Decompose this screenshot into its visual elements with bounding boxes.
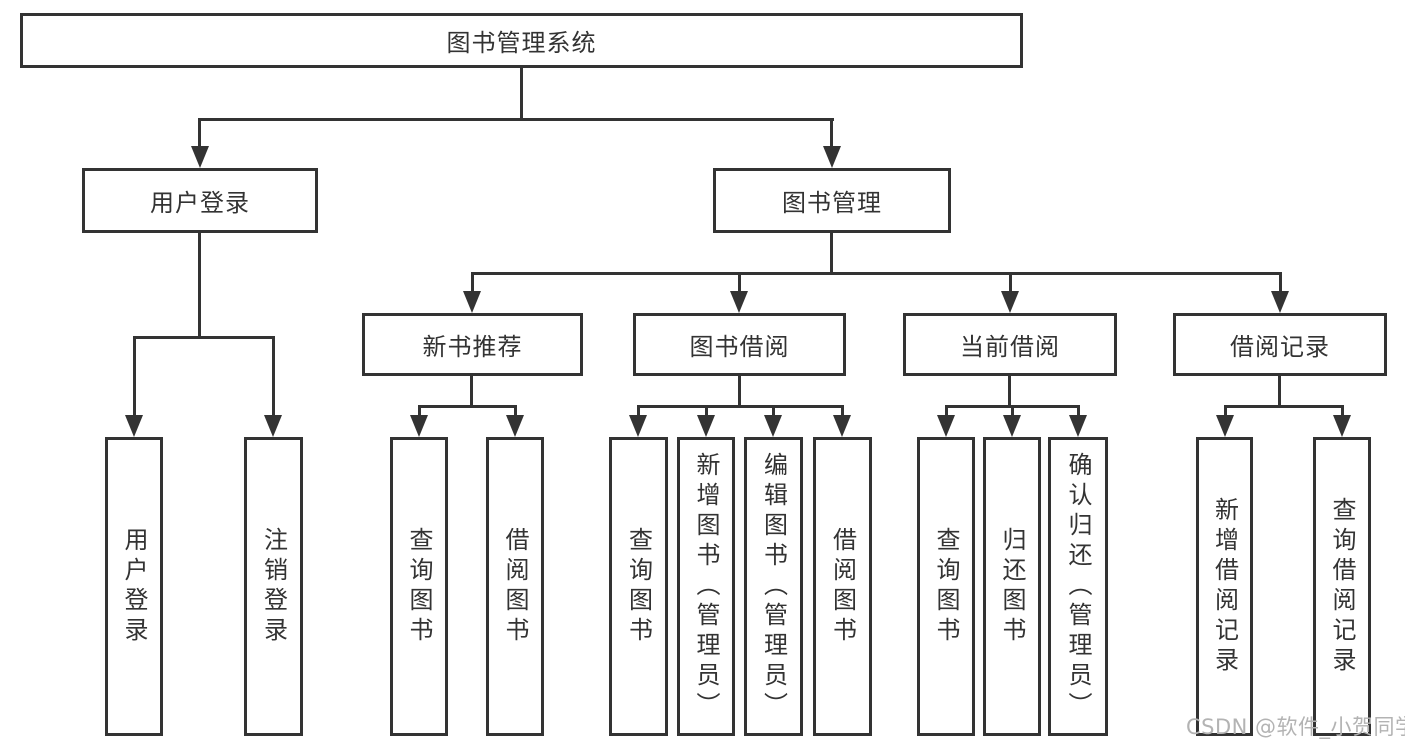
arrow-down-icon — [764, 415, 782, 437]
node-book-management: 图书管理 — [713, 168, 951, 233]
connector-leaf-stem — [945, 405, 948, 419]
leaf-borrowing-borrow-books: 借阅图书 — [813, 437, 872, 736]
connector-book-management-stem — [830, 118, 833, 150]
arrow-down-icon — [191, 146, 209, 168]
leaf-recommend-query-books-label: 查询图书 — [405, 526, 433, 647]
node-book-management-label: 图书管理 — [782, 189, 882, 217]
arrow-down-icon — [1001, 291, 1019, 313]
arrow-down-icon — [833, 415, 851, 437]
leaf-current-confirm-return-admin: 确认归还（管理员） — [1048, 437, 1108, 736]
node-root-label: 图书管理系统 — [446, 29, 597, 57]
leaf-current-return-books: 归还图书 — [983, 437, 1041, 736]
arrow-down-icon — [1069, 415, 1087, 437]
node-current-borrowing: 当前借阅 — [903, 313, 1117, 376]
node-borrow-records: 借阅记录 — [1173, 313, 1387, 376]
connector-records-rail — [1224, 405, 1344, 408]
connector-leaf-stem — [514, 405, 517, 419]
connector-records-down — [1278, 376, 1281, 408]
connector-level1-rail — [198, 118, 834, 121]
connector-leaf-stem — [272, 336, 275, 418]
connector-leaf-stem — [772, 405, 775, 419]
arrow-down-icon — [1271, 291, 1289, 313]
leaf-records-add-record-label: 新增借阅记录 — [1210, 496, 1239, 677]
arrow-down-icon — [629, 415, 647, 437]
connector-borrowing-down — [738, 376, 741, 408]
node-root: 图书管理系统 — [20, 13, 1023, 68]
connector-user-login-rail — [133, 336, 275, 339]
connector-node-stem — [471, 272, 474, 294]
arrow-down-icon — [410, 415, 428, 437]
arrow-down-icon — [823, 146, 841, 168]
node-borrow-records-label: 借阅记录 — [1230, 333, 1330, 361]
leaf-recommend-query-books: 查询图书 — [390, 437, 448, 736]
arrow-down-icon — [1333, 415, 1351, 437]
node-new-book-recommend-label: 新书推荐 — [422, 333, 523, 361]
leaf-borrowing-query-books: 查询图书 — [609, 437, 668, 736]
leaf-user-login: 用户登录 — [105, 437, 163, 736]
leaf-borrowing-edit-books-admin: 编辑图书（管理员） — [744, 437, 803, 736]
csdn-watermark: CSDN @软件_小贺同学 — [1186, 715, 1405, 739]
leaf-borrowing-edit-books-admin-label: 编辑图书（管理员） — [759, 451, 788, 722]
connector-leaf-stem — [637, 405, 640, 419]
leaf-records-query-record: 查询借阅记录 — [1313, 437, 1371, 736]
connector-user-login-stem — [198, 118, 201, 150]
leaf-current-query-books: 查询图书 — [917, 437, 975, 736]
connector-node-stem — [738, 272, 741, 294]
node-user-login-label: 用户登录 — [150, 189, 250, 217]
arrow-down-icon — [463, 291, 481, 313]
arrow-down-icon — [730, 291, 748, 313]
connector-leaf-stem — [841, 405, 844, 419]
node-user-login: 用户登录 — [82, 168, 318, 233]
connector-root-stub — [520, 68, 523, 120]
leaf-recommend-borrow-books-label: 借阅图书 — [501, 526, 529, 647]
connector-leaf-stem — [133, 336, 136, 418]
node-book-borrowing-label: 图书借阅 — [689, 333, 790, 361]
connector-leaf-stem — [1011, 405, 1014, 419]
leaf-current-query-books-label: 查询图书 — [932, 526, 960, 647]
connector-leaf-stem — [418, 405, 421, 419]
arrow-down-icon — [697, 415, 715, 437]
connector-recommend-rail — [418, 405, 517, 408]
connector-leaf-stem — [1077, 405, 1080, 419]
leaf-user-login-label: 用户登录 — [120, 526, 148, 647]
connector-node-stem — [1279, 272, 1282, 294]
connector-book-management-down — [830, 233, 833, 275]
node-current-borrowing-label: 当前借阅 — [960, 333, 1060, 361]
arrow-down-icon — [1216, 415, 1234, 437]
leaf-borrowing-borrow-books-label: 借阅图书 — [828, 526, 857, 647]
connector-current-down — [1008, 376, 1011, 408]
leaf-borrowing-add-books-admin: 新增图书（管理员） — [677, 437, 735, 736]
arrow-down-icon — [1003, 415, 1021, 437]
arrow-down-icon — [125, 415, 143, 437]
connector-leaf-stem — [1341, 405, 1344, 419]
arrow-down-icon — [937, 415, 955, 437]
connector-recommend-down — [470, 376, 473, 408]
leaf-current-return-books-label: 归还图书 — [998, 526, 1026, 647]
node-book-borrowing: 图书借阅 — [633, 313, 846, 376]
leaf-recommend-borrow-books: 借阅图书 — [486, 437, 544, 736]
connector-level2-rail — [471, 272, 1282, 275]
leaf-borrowing-query-books-label: 查询图书 — [624, 526, 653, 647]
leaf-logout-label: 注销登录 — [259, 526, 288, 647]
leaf-records-query-record-label: 查询借阅记录 — [1328, 496, 1356, 677]
connector-leaf-stem — [1224, 405, 1227, 419]
arrow-down-icon — [506, 415, 524, 437]
connector-leaf-stem — [705, 405, 708, 419]
leaf-borrowing-add-books-admin-label: 新增图书（管理员） — [692, 451, 720, 722]
leaf-current-confirm-return-admin-label: 确认归还（管理员） — [1064, 451, 1092, 722]
leaf-logout: 注销登录 — [244, 437, 303, 736]
connector-user-login-down — [198, 233, 201, 339]
connector-borrowing-rail — [637, 405, 844, 408]
arrow-down-icon — [264, 415, 282, 437]
leaf-records-add-record: 新增借阅记录 — [1196, 437, 1253, 736]
node-new-book-recommend: 新书推荐 — [362, 313, 583, 376]
connector-node-stem — [1009, 272, 1012, 294]
